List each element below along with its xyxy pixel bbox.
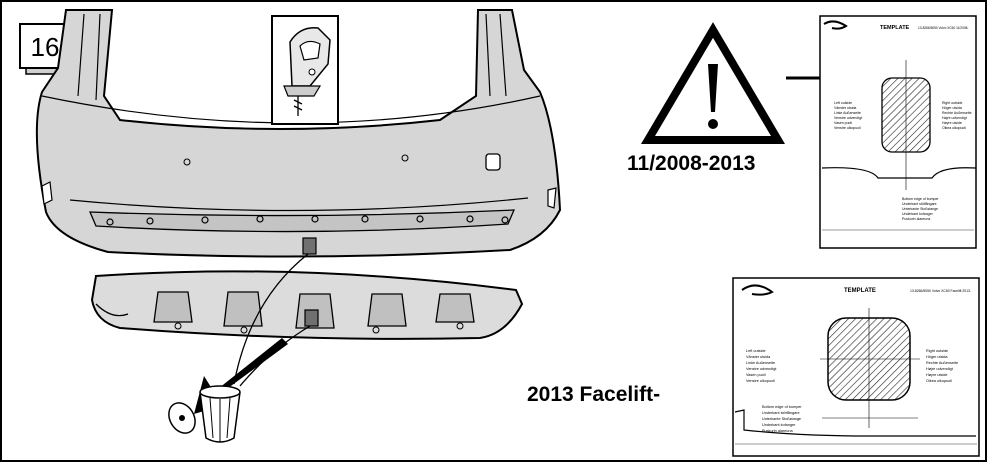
svg-text:Underkant stötfångare: Underkant stötfångare (902, 202, 937, 206)
svg-text:Linke Außenseite: Linke Außenseite (746, 361, 775, 365)
svg-text:TEMPLATE: TEMPLATE (844, 288, 876, 294)
svg-text:Puskurin alareuna: Puskurin alareuna (902, 217, 930, 221)
svg-text:Unterkante Stoßstange: Unterkante Stoßstange (762, 417, 801, 421)
svg-text:Høyre utside: Høyre utside (942, 121, 962, 125)
trash-bin-icon (168, 385, 241, 443)
model-year-label-top: 11/2008-2013 (627, 152, 755, 175)
bottom-right-side-labels: Right outside Höger utsida Rechte Außens… (926, 349, 958, 383)
svg-text:TEMPLATE: TEMPLATE (880, 25, 910, 31)
jigsaw-icon (271, 15, 339, 125)
top-left-side-labels: Left outside Vänster utsida Linke Außens… (834, 101, 862, 130)
svg-text:Left outside: Left outside (834, 101, 852, 105)
top-bottom-edge-labels: Bottom edge of bumper Underkant stötfång… (902, 197, 939, 221)
template-sheet-bottom: TEMPLATE 13-8266/5050 Volvo XC60 Facelif… (732, 277, 980, 457)
svg-text:Høyre utside: Høyre utside (926, 373, 948, 377)
svg-text:Left outside: Left outside (746, 349, 766, 353)
svg-text:Rechte Außenseite: Rechte Außenseite (942, 111, 972, 115)
top-right-side-labels: Right outside Höger utsida Rechte Außens… (942, 101, 972, 130)
svg-text:Vasen puoli: Vasen puoli (834, 121, 852, 125)
svg-text:Vänster utsida: Vänster utsida (746, 355, 771, 359)
svg-text:Venstre udvendigt: Venstre udvendigt (746, 367, 777, 371)
svg-text:Bottom edge of bumper: Bottom edge of bumper (902, 197, 939, 201)
svg-text:Oikea ulkopuoli: Oikea ulkopuoli (942, 126, 966, 130)
bottom-bottom-edge-labels: Bottom edge of bumper Underkant stötfång… (762, 405, 802, 433)
svg-text:Right outside: Right outside (942, 101, 962, 105)
warning-triangle-icon (640, 22, 786, 144)
svg-text:Underkant kofanger: Underkant kofanger (902, 212, 934, 216)
svg-text:Vänster utsida: Vänster utsida (834, 106, 856, 110)
svg-text:Venstre ulkopuoli: Venstre ulkopuoli (746, 379, 775, 383)
svg-text:Unterkante Stoßstange: Unterkante Stoßstange (902, 207, 938, 211)
bottom-left-side-labels: Left outside Vänster utsida Linke Außens… (746, 349, 777, 383)
model-year-label-bottom: 2013 Facelift- (527, 383, 660, 406)
svg-text:13-8266/5050 Volvo XC60 Faceli: 13-8266/5050 Volvo XC60 Facelift 2013- (910, 289, 971, 293)
step-number: 16 (31, 32, 60, 62)
rear-diffuser (90, 270, 524, 340)
svg-text:Puskurin alareuna: Puskurin alareuna (762, 429, 793, 433)
svg-text:Vasen puoli: Vasen puoli (746, 373, 766, 377)
svg-text:Rechte Außenseite: Rechte Außenseite (926, 361, 958, 365)
svg-text:Højre udvendigt: Højre udvendigt (942, 116, 967, 120)
svg-text:Underkant kofanger: Underkant kofanger (762, 423, 796, 427)
svg-text:Oikea ulkopuoli: Oikea ulkopuoli (926, 379, 952, 383)
svg-text:Venstre udvendigt: Venstre udvendigt (834, 116, 862, 120)
svg-text:Venstre ulkopuoli: Venstre ulkopuoli (834, 126, 861, 130)
template-sheet-top: TEMPLATE 13-8266/5050 Volvo XC60 11/2008… (819, 15, 977, 249)
svg-text:Right outside: Right outside (926, 349, 948, 353)
svg-text:Højre udvendigt: Højre udvendigt (926, 367, 954, 371)
svg-text:Höger utsida: Höger utsida (926, 355, 948, 359)
svg-text:Linke Außenseite: Linke Außenseite (834, 111, 861, 115)
svg-text:Bottom edge of bumper: Bottom edge of bumper (762, 405, 802, 409)
rear-bumper (35, 9, 562, 258)
svg-text:13-8266/5050 Volvo XC60 11/200: 13-8266/5050 Volvo XC60 11/2008- (918, 26, 968, 30)
svg-text:Underkant stötfångare: Underkant stötfångare (762, 411, 800, 415)
svg-text:Höger utsida: Höger utsida (942, 106, 962, 110)
